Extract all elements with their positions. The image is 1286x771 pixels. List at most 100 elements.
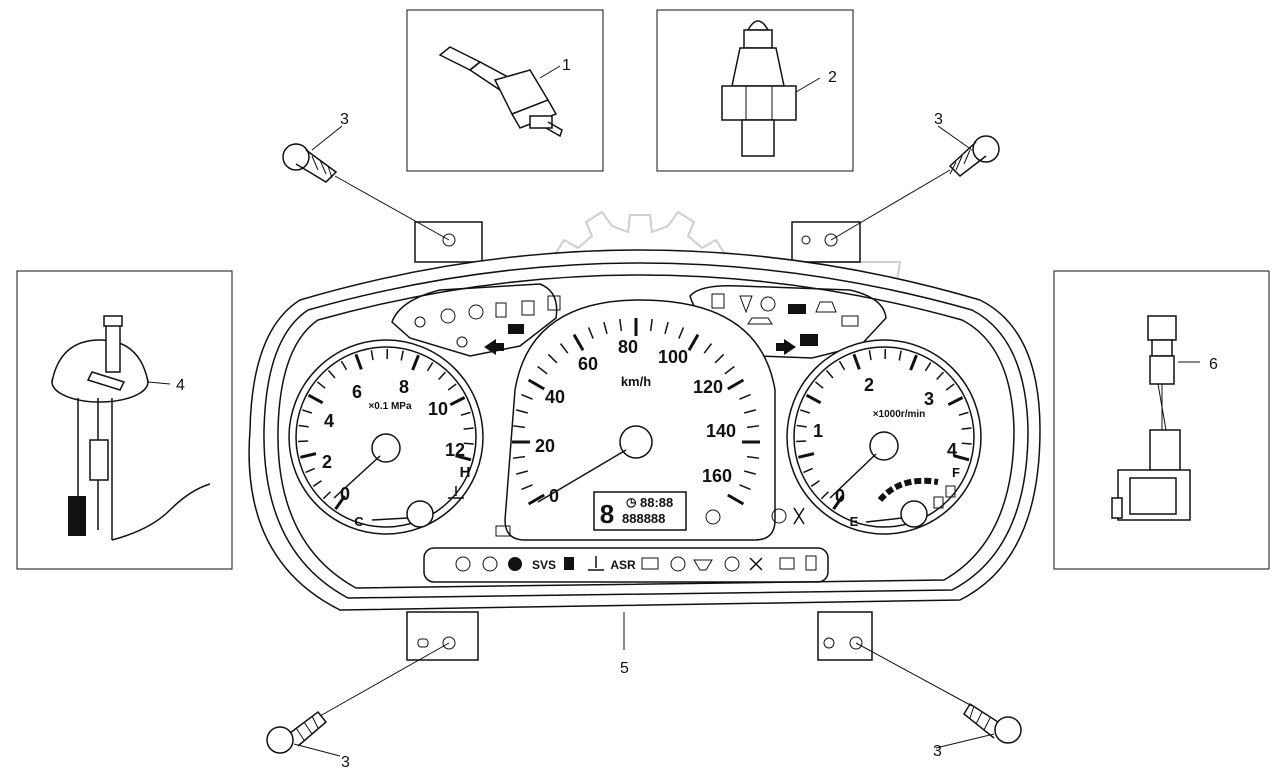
turn-right-icon [776, 339, 796, 355]
left-gauge-tick [307, 393, 324, 405]
tachometer-tick [898, 350, 902, 361]
parking-brake-icon [440, 308, 456, 324]
tachometer-tick [798, 452, 815, 459]
inset-box-pressure-sensor [656, 9, 854, 172]
battery-icon [788, 304, 806, 314]
indicator-strip: SVS ASR [455, 555, 817, 572]
speedometer-tick [664, 322, 669, 335]
speedometer-tick [512, 455, 526, 459]
left-gauge-tick [447, 383, 457, 391]
left-gauge-tick [411, 354, 420, 371]
left-gauge-tick [455, 454, 472, 462]
speed-label-100: 100 [658, 347, 688, 367]
rear-fog-icon [547, 295, 561, 311]
speedometer-tick [547, 353, 558, 364]
tachometer-tick [820, 491, 829, 500]
tacho-label-0: 0 [835, 486, 845, 506]
speedometer-tick [572, 333, 585, 351]
speedometer-tick [521, 393, 533, 400]
fuel-level-arc [877, 477, 939, 503]
speedometer-tick [512, 425, 526, 429]
speedometer-tick [743, 470, 756, 475]
seatbelt-icon [739, 295, 753, 314]
abs-icon [455, 556, 471, 572]
callout-6: 6 [1209, 356, 1218, 373]
clock-icon: ◷ [626, 495, 637, 509]
front-fog-icon [711, 293, 725, 309]
tachometer-tick [953, 454, 970, 462]
tachometer-tick [961, 427, 972, 430]
left-gauge-tick [298, 424, 309, 428]
left-gauge-tick [438, 371, 447, 380]
left-gauge-tick [449, 396, 466, 407]
speed-label-20: 20 [535, 436, 555, 456]
speedometer-tick [678, 327, 685, 339]
tachometer-tick [936, 371, 945, 380]
tachometer-tick [852, 353, 861, 370]
left-gauge-label-12: 12 [445, 440, 465, 460]
tachometer-tick [924, 362, 932, 372]
callout-2: 2 [828, 69, 837, 86]
speedometer-tick [724, 365, 735, 375]
speedometer-tick [743, 409, 756, 414]
gear-digit: 8 [600, 499, 614, 529]
left-gauge-tick [312, 480, 322, 488]
left-gauge-tick [327, 369, 336, 379]
speedometer-tick [521, 484, 533, 491]
tachometer-tick [947, 396, 964, 407]
left-gauge-tick [316, 381, 326, 389]
tachometer-tick [803, 467, 813, 474]
speedometer-tick [603, 322, 608, 335]
left-gauge-tick [302, 409, 313, 414]
speedometer-tick [746, 455, 760, 459]
tachometer-tick [814, 381, 824, 389]
speedometer-tick [559, 343, 569, 354]
temp-hot-label: H [460, 464, 471, 481]
brake-wear-icon [468, 304, 484, 320]
left-gauge-label-2: 2 [322, 452, 332, 472]
seat-heat-icon [521, 300, 535, 316]
warning-lights-left [414, 295, 561, 355]
left-gauge-label-10: 10 [428, 399, 448, 419]
oil-pressure-icon [747, 317, 773, 325]
tacho-label-2: 2 [864, 375, 874, 395]
tachometer-tick [810, 480, 820, 488]
charge-icon [641, 557, 659, 570]
odometer-top: 88:88 [640, 495, 673, 510]
inset-box-temp-sensor [406, 9, 604, 172]
speed-label-60: 60 [578, 354, 598, 374]
seat-icon [495, 302, 507, 318]
left-gauge-tick [298, 440, 309, 443]
turn-left-icon [484, 339, 504, 355]
speedometer-tick [516, 470, 529, 475]
airbag-icon [760, 296, 776, 312]
tachometer-tick [796, 424, 807, 428]
tacho-label-4: 4 [947, 440, 957, 460]
screw-bottom-left [266, 710, 328, 754]
speedometer-tick [619, 318, 623, 332]
tachometer: 0 1 2 3 4 ×1000r/min E F [786, 339, 982, 535]
left-gauge-tick [426, 362, 434, 372]
screw-top-right [948, 135, 1000, 177]
speed-label-140: 140 [706, 421, 736, 441]
trip-reset-knob [705, 509, 721, 525]
tachometer-tick [945, 383, 955, 391]
callout-3-bottom-left: 3 [341, 754, 350, 771]
left-gauge-label-8: 8 [399, 377, 409, 397]
left-gauge-tick-marks [298, 348, 474, 510]
tachometer-tick [805, 393, 822, 405]
speedometer-tick [537, 365, 548, 375]
door-icon [779, 557, 795, 570]
speed-label-120: 120 [693, 377, 723, 397]
tire-icon [724, 556, 740, 572]
fuel-warning-icon [564, 557, 574, 570]
left-gauge-tick [463, 427, 474, 430]
callout-3-top-left: 3 [340, 111, 349, 128]
tachometer-tick-marks [796, 348, 972, 510]
odometer-bottom: 888888 [622, 511, 665, 526]
svs-label: SVS [532, 558, 556, 572]
left-gauge-label-0: 0 [340, 484, 350, 504]
steering-icon [508, 557, 522, 571]
speedometer-tick [739, 484, 751, 491]
left-gauge-tick [305, 467, 315, 474]
